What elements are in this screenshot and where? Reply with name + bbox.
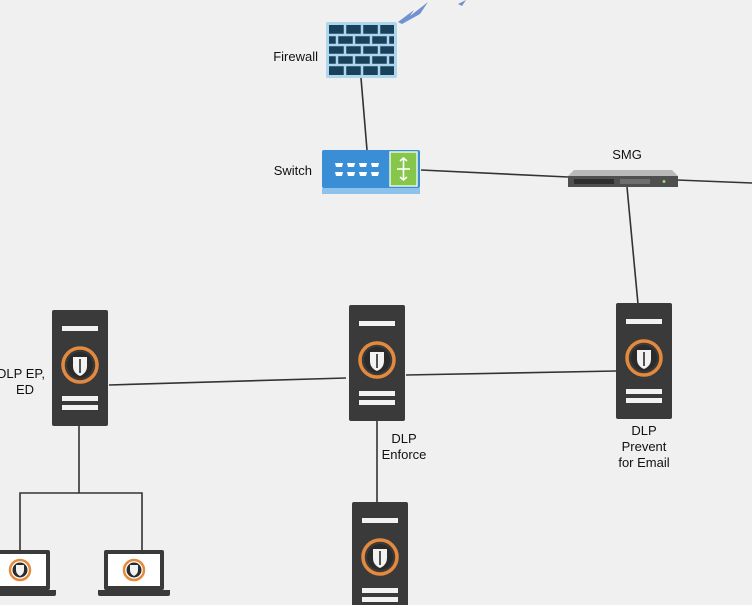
switch-label: Switch [274, 163, 312, 178]
dlp-ep-label-line1: DLP EP, [0, 366, 45, 381]
connector-smg-offscreen [676, 179, 752, 184]
connector-enforce-prevent [405, 370, 617, 376]
lower-server-node[interactable] [350, 500, 410, 605]
laptop-icon [96, 548, 172, 598]
dlp-prevent-label-line3: for Email [618, 455, 669, 470]
switch-node[interactable]: Switch [274, 150, 420, 194]
server-tower-icon [50, 308, 110, 428]
connector-smg-dlp-prevent [626, 186, 639, 305]
network-switch-icon [322, 150, 420, 194]
smg-node[interactable]: SMG [568, 147, 678, 187]
dlp-prevent-server-node[interactable]: DLP Prevent for Email [614, 301, 674, 470]
dlp-ep-server-node[interactable]: DLP EP, ED [0, 308, 110, 428]
laptop-right-node[interactable] [96, 548, 172, 598]
connector-dlp-ep-enforce [108, 377, 347, 386]
connector-laptop-branch [19, 492, 143, 550]
dlp-ep-label-line2: ED [16, 382, 34, 397]
connector-switch-smg [420, 169, 569, 178]
connector-firewall-switch [360, 77, 368, 151]
connectors [19, 77, 752, 550]
internet-link-lightning-icon [398, 0, 466, 24]
dlp-enforce-label-line1: DLP [391, 431, 416, 446]
server-tower-icon [614, 301, 674, 421]
rack-appliance-icon [568, 170, 678, 187]
dlp-enforce-server-node[interactable]: DLP Enforce [347, 303, 427, 462]
dlp-prevent-label-line1: DLP [631, 423, 656, 438]
firewall-node[interactable]: Firewall [273, 22, 397, 78]
firewall-label: Firewall [273, 49, 318, 64]
dlp-prevent-label-line2: Prevent [622, 439, 667, 454]
laptop-icon [0, 548, 58, 598]
server-tower-icon [347, 303, 407, 423]
smg-label: SMG [612, 147, 642, 162]
server-tower-icon [350, 500, 410, 605]
dlp-enforce-label-line2: Enforce [382, 447, 427, 462]
laptop-left-node[interactable] [0, 548, 58, 598]
firewall-icon [326, 22, 397, 78]
